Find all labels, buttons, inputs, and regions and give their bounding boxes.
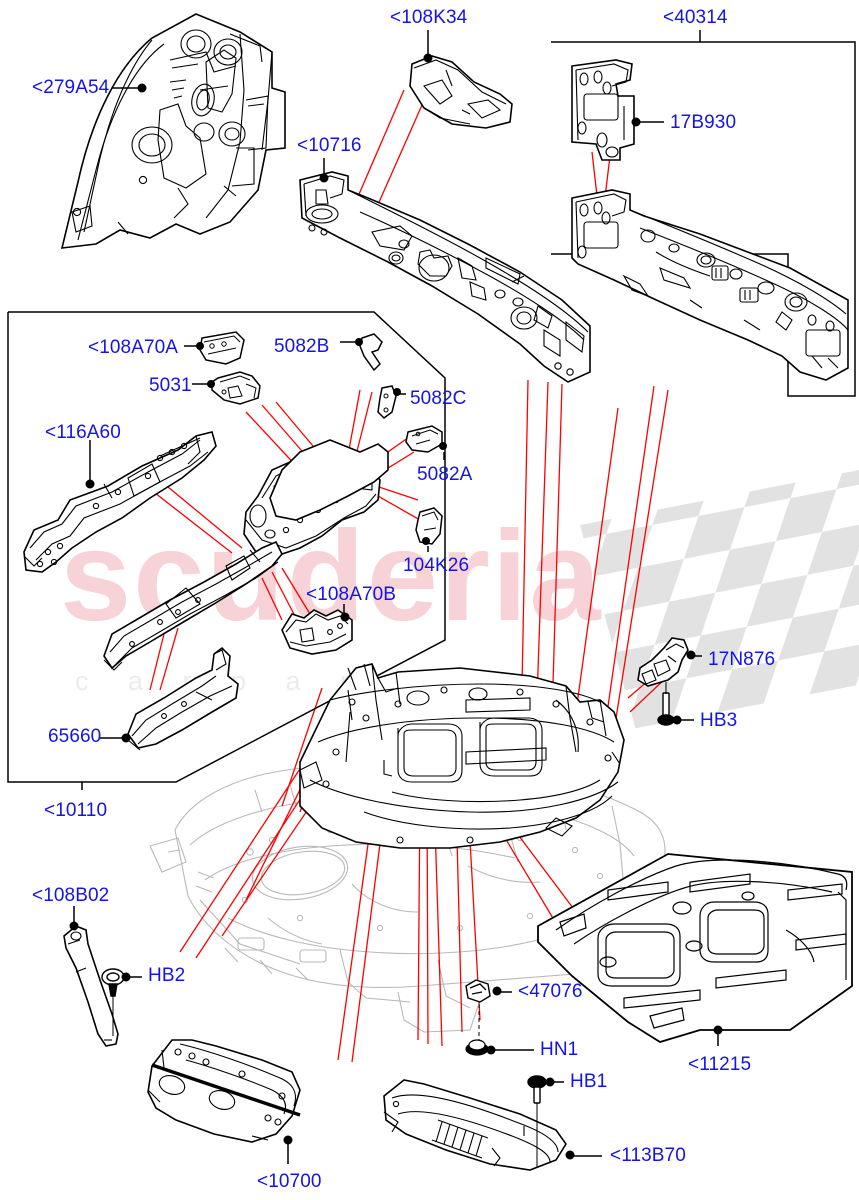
callout-dot-HB1	[545, 1077, 555, 1087]
part-108K34-detail	[413, 59, 507, 125]
callout-dot-17N876	[686, 650, 696, 660]
callout-dot-108B02	[69, 921, 79, 931]
part-right-rail-upper	[269, 439, 389, 521]
callout-dot-5082A	[439, 442, 447, 450]
part-label-65660[interactable]: 65660	[48, 726, 102, 747]
part-label-HB3[interactable]: HB3	[700, 710, 738, 731]
part-label-5031[interactable]: 5031	[149, 375, 192, 396]
part-label-HN1[interactable]: HN1	[540, 1039, 579, 1060]
part-116A60-drawing	[23, 431, 217, 573]
part-label-10716[interactable]: <10716	[297, 135, 362, 156]
callout-dot-10716	[319, 173, 329, 183]
part-lower-left-rail-detail	[103, 549, 279, 671]
part-5031-detail	[219, 375, 257, 399]
watermark-checkered-flag	[580, 470, 859, 749]
part-108B02-detail	[67, 931, 112, 1041]
callout-dot-104K26	[422, 537, 430, 545]
part-108B02-drawing	[63, 925, 119, 1047]
callout-dot-11215	[713, 1025, 723, 1035]
callout-dot-5082C	[393, 388, 401, 396]
part-40314-rear-panel-detail	[575, 193, 849, 369]
part-label-HB2[interactable]: HB2	[148, 965, 186, 986]
part-279A54-drawing	[60, 13, 286, 249]
callout-dot-116A60	[85, 479, 95, 489]
callout-dot-HN1	[486, 1045, 496, 1055]
part-17B930-detail	[575, 63, 634, 158]
part-11215-detail	[555, 859, 848, 1029]
part-label-47076[interactable]: <47076	[518, 981, 583, 1002]
part-17N876-drawing	[637, 637, 689, 687]
part-65660-detail	[127, 649, 233, 751]
part-279A54-detail	[71, 29, 273, 241]
callout-dot-279A54	[137, 83, 147, 93]
part-label-HB1[interactable]: HB1	[570, 1071, 608, 1092]
part-label-5082B[interactable]: 5082B	[274, 336, 330, 357]
part-5082C-detail	[383, 393, 389, 413]
leader-lines	[149, 89, 673, 1063]
part-label-279A54[interactable]: <279A54	[32, 77, 110, 98]
part-label-17N876[interactable]: 17N876	[708, 649, 776, 670]
part-label-108A70B[interactable]: <108A70B	[306, 584, 397, 605]
callout-dot-108A70B	[340, 612, 350, 622]
callout-dot-17B930	[631, 117, 641, 127]
callout-dot-5031	[207, 380, 215, 388]
part-40314-rear-panel	[571, 189, 849, 381]
part-116A60-detail	[23, 435, 209, 568]
part-HN1-nut	[465, 1039, 489, 1056]
part-label-104K26[interactable]: 104K26	[403, 555, 470, 576]
part-label-17B930[interactable]: 17B930	[670, 112, 737, 133]
part-label-40314[interactable]: <40314	[663, 7, 728, 28]
callout-dot-65660	[121, 733, 131, 743]
part-label-5082A[interactable]: 5082A	[417, 464, 473, 485]
part-108A70A-detail	[203, 335, 241, 355]
callout-dot-HB2	[121, 972, 131, 982]
part-5082C-drawing	[377, 385, 397, 419]
callout-dot-HB3	[672, 715, 682, 725]
callout-dot-10700	[283, 1135, 293, 1145]
part-108K34-drawing	[409, 55, 513, 129]
group-box-10110	[7, 311, 446, 783]
part-label-5082C[interactable]: 5082C	[410, 388, 467, 409]
part-47076-drawing	[465, 979, 491, 1003]
callout-dot-5082B	[355, 338, 363, 346]
part-lower-left-rail	[103, 540, 283, 670]
part-5082B-drawing	[359, 333, 383, 372]
callout-dot-113B70	[565, 1150, 575, 1160]
part-5082A-detail	[411, 429, 439, 445]
part-11215-drawing	[537, 853, 853, 1043]
part-108A70A-drawing	[199, 331, 245, 365]
part-label-108B02[interactable]: <108B02	[32, 885, 110, 906]
part-label-108K34[interactable]: <108K34	[390, 7, 468, 28]
part-label-113B70[interactable]: <113B70	[610, 1145, 686, 1166]
part-HB1-bolt	[527, 1075, 547, 1104]
callout-dot-108A70A	[196, 342, 204, 350]
part-17N876-detail	[641, 643, 685, 685]
part-104K26-detail	[421, 511, 439, 531]
part-HB2-bolt	[101, 968, 125, 997]
callout-dot-108K34	[423, 53, 433, 63]
part-113B70-detail	[383, 1094, 559, 1167]
part-label-10110[interactable]: <10110	[44, 800, 108, 821]
part-label-116A60[interactable]: <116A60	[45, 422, 121, 443]
part-5082A-drawing	[405, 425, 443, 453]
part-label-10700[interactable]: <10700	[257, 1171, 322, 1192]
part-108A70B-detail	[285, 613, 349, 647]
part-label-11215[interactable]: <11215	[688, 1054, 752, 1075]
part-main-floor-pan-detail	[299, 663, 621, 844]
part-113B70-drawing	[383, 1079, 567, 1171]
part-10700-detail	[147, 1043, 297, 1141]
callout-dot-47076	[492, 986, 502, 996]
part-label-108A70A[interactable]: <108A70A	[88, 337, 179, 358]
part-10716-detail	[303, 175, 589, 376]
part-104K26-drawing	[415, 507, 443, 545]
